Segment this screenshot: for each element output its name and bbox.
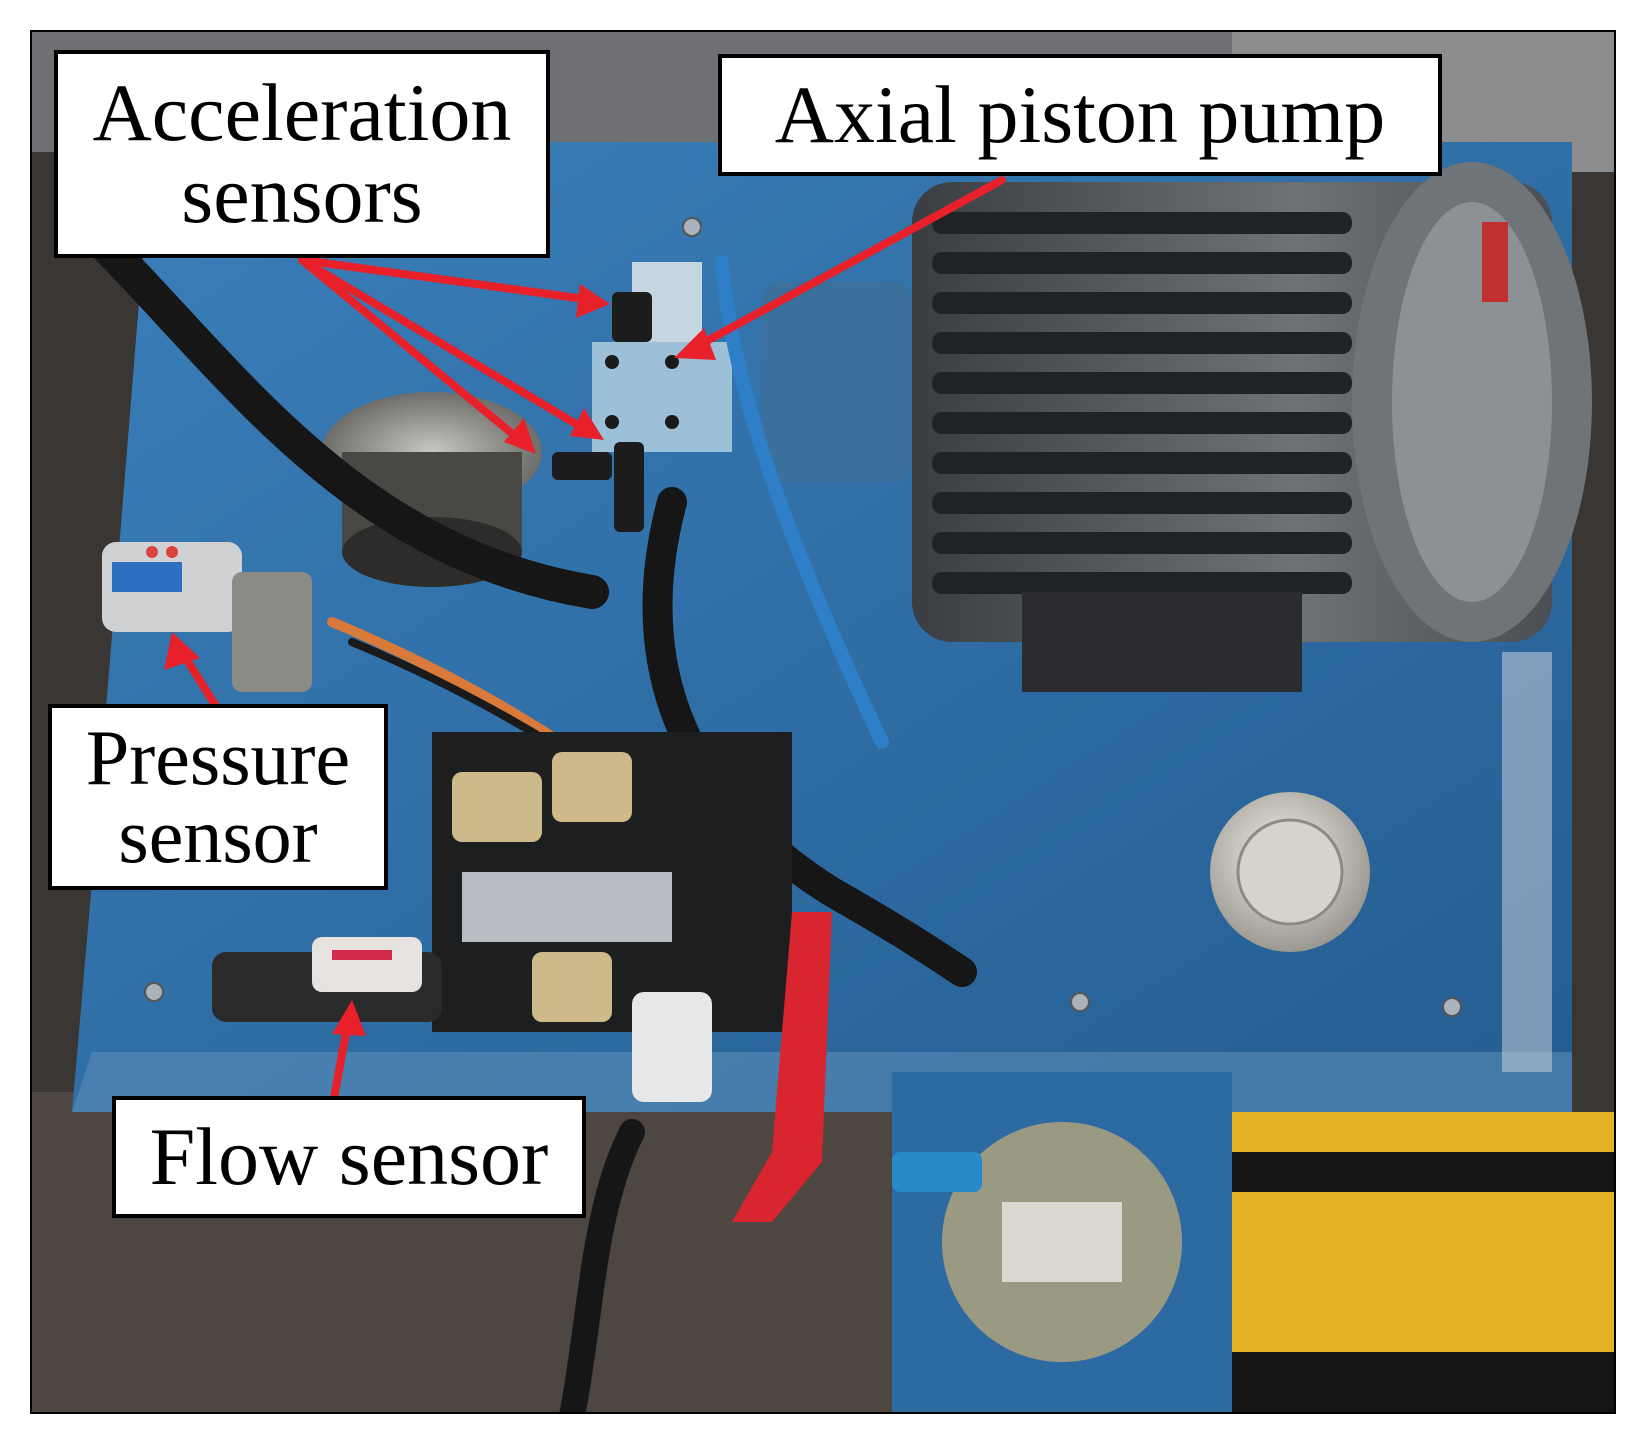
yellow-case bbox=[1232, 1112, 1614, 1412]
axial-piston-pump-label-text: Axial piston pump bbox=[774, 69, 1386, 160]
acceleration-sensors-label: Acceleration sensors bbox=[54, 50, 550, 258]
callout-arrows bbox=[164, 176, 1006, 1102]
pressure-sensor-label-line2: sensor bbox=[118, 792, 318, 879]
axial-piston-pump-label: Axial piston pump bbox=[718, 54, 1442, 176]
arrow-accel-3 bbox=[298, 256, 590, 434]
pressure-sensor-label-line1: Pressure bbox=[85, 714, 351, 801]
valve-stack bbox=[432, 732, 832, 1222]
flow-sensor-device bbox=[212, 937, 442, 1022]
pressure-sensor-device bbox=[102, 542, 312, 692]
flow-sensor-label-text: Flow sensor bbox=[149, 1111, 549, 1202]
flow-sensor-label: Flow sensor bbox=[112, 1096, 586, 1218]
pressure-sensor-label: Pressure sensor bbox=[48, 704, 388, 890]
bolts bbox=[144, 217, 1462, 1017]
arrow-accel-2 bbox=[298, 256, 524, 444]
acceleration-sensors-label-line2: sensors bbox=[181, 149, 423, 240]
hoses bbox=[85, 225, 977, 1412]
bracket-disc bbox=[892, 1122, 1182, 1362]
test-rig-photo bbox=[32, 32, 1614, 1412]
arrow-pump bbox=[690, 176, 1006, 352]
arrow-accel-1-head bbox=[576, 284, 610, 318]
breather-cap bbox=[1210, 792, 1370, 952]
pump-body bbox=[592, 262, 912, 482]
arrow-accel-1 bbox=[298, 256, 596, 304]
arrow-flow-head bbox=[332, 1000, 366, 1036]
acceleration-sensor-studs bbox=[552, 292, 652, 532]
arrow-accel-3-head bbox=[570, 408, 604, 440]
acceleration-sensors-label-line1: Acceleration bbox=[92, 67, 512, 158]
arrow-pump-head bbox=[674, 328, 716, 360]
figure-frame: Acceleration sensors Axial piston pump P… bbox=[30, 30, 1616, 1414]
arrow-accel-2-head bbox=[504, 418, 536, 454]
electric-motor bbox=[912, 162, 1592, 692]
arrow-pressure-head bbox=[164, 632, 200, 670]
